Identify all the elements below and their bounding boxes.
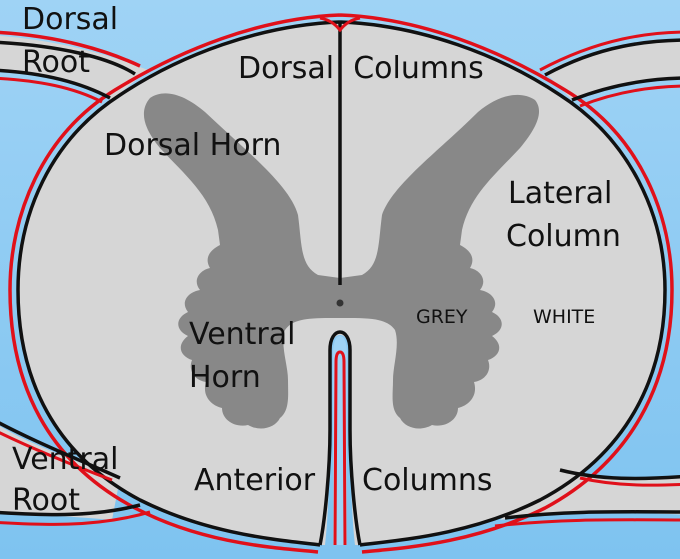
outer-outline [16,20,667,547]
ventral-root-lower-outline [0,503,141,517]
ventral-root-label-1: Ventral [12,442,119,477]
ventral-root-label-2: Root [12,483,80,518]
right-root-lower-outline [559,468,680,481]
right-root-inner-outline [571,76,680,102]
lateral-column-label-1: Lateral [508,176,613,211]
grey-matter [143,93,540,429]
right-root-bottom-red [494,518,680,528]
posterior-notch-red [319,16,361,33]
dorsal-root-red [0,30,141,68]
white-label: WHITE [533,306,596,328]
ventral-root-lower-red [0,510,151,526]
dorsal-root-label-2: Root [22,45,90,80]
anterior-label: Anterior [194,463,316,498]
anterior-fissure-red [333,350,347,546]
dorsal-root-label-1: Dorsal [22,2,119,37]
ventral-horn-label-2: Horn [189,360,261,395]
right-root-bottom-outline [504,510,680,520]
pia-outline [8,13,674,554]
dorsal-columns-label: Dorsal Columns [238,51,484,86]
grey-label: GREY [416,306,468,328]
ventral-horn-label-1: Ventral [189,317,296,352]
dorsal-root-inner-red [0,77,103,104]
ventral-root-outline [0,421,121,480]
left-root-band [0,35,148,520]
central-canal [336,299,344,307]
lateral-column-label-2: Column [506,219,621,254]
anterior-fissure-outline [318,330,362,546]
dorsal-root-outline [0,40,136,76]
dorsal-root-inner-outline [0,68,111,100]
right-root-inner-red [579,84,680,108]
columns-label: Columns [362,463,493,498]
right-root-upper-outline [544,38,680,77]
dorsal-horn-label: Dorsal Horn [104,128,282,163]
ventral-root-red [0,431,113,482]
right-root-upper-red [539,30,680,72]
right-root-lower-red [579,476,680,487]
